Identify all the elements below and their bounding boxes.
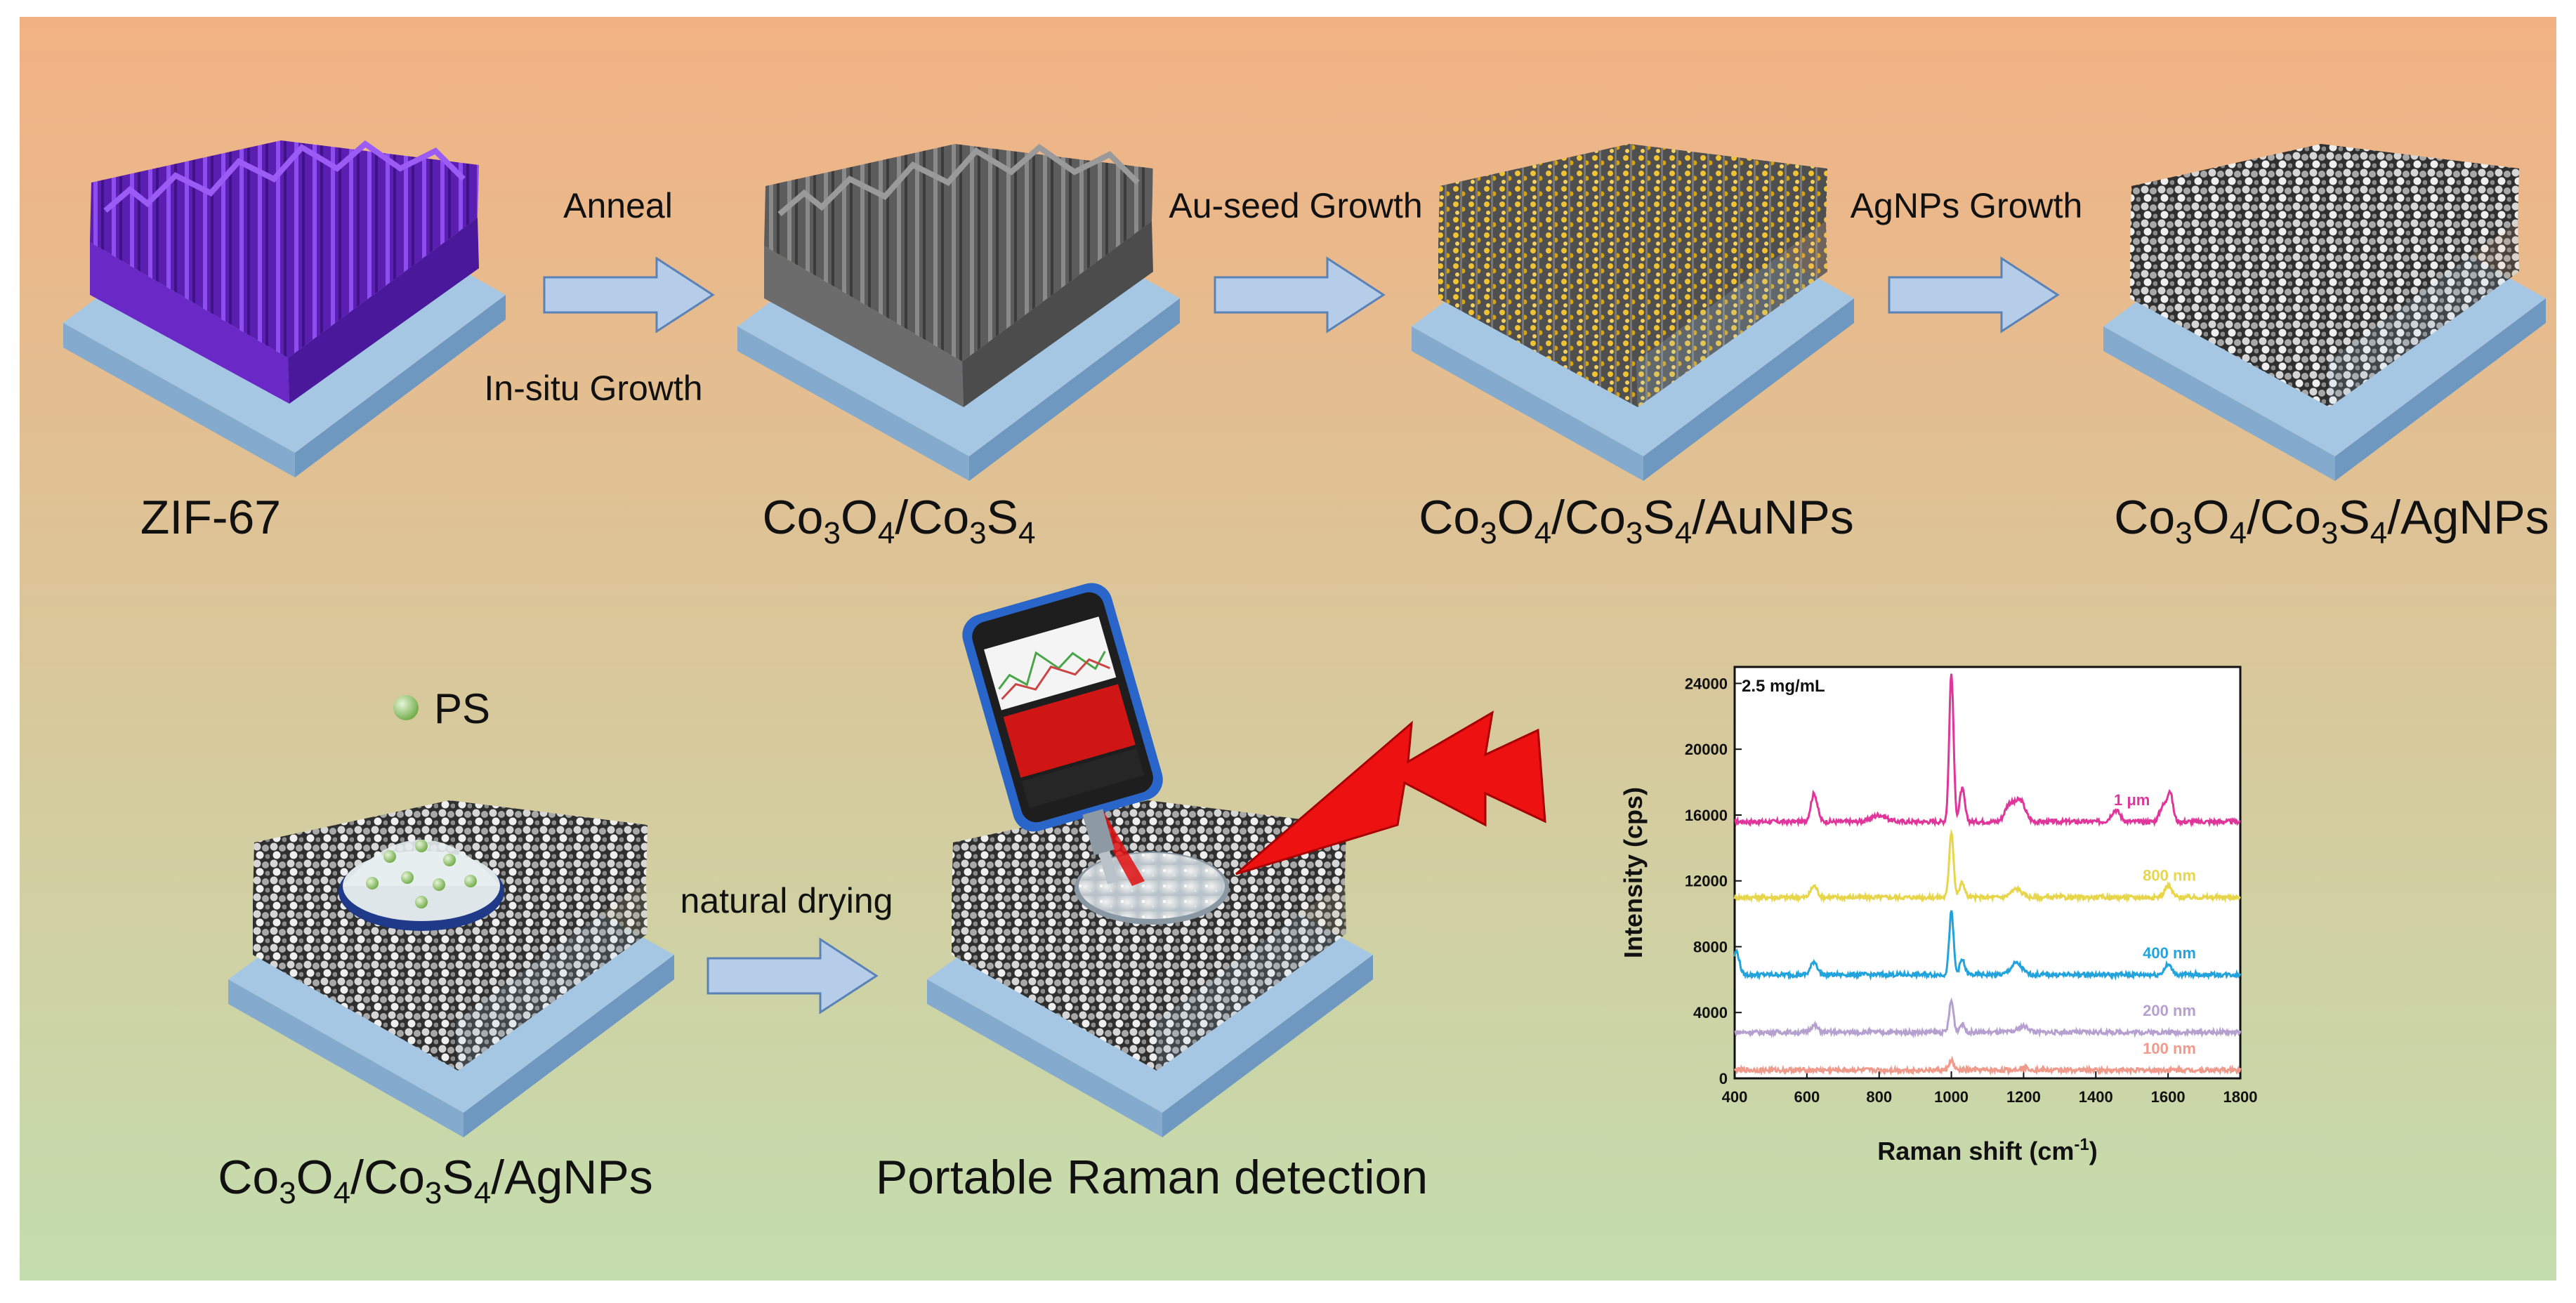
- arrow-agnps: [1888, 256, 2060, 333]
- lightning-icon: [1235, 710, 1546, 875]
- label-co3o4-co3s4-agnps: Co3O4/Co3S4/AgNPs: [2114, 491, 2549, 550]
- raman-spectra-chart: 400 600 800 1000 1200 1400 1600 1800 0 4000 8000 12…: [1619, 666, 2258, 1165]
- nanosheets-au: [1438, 144, 1827, 407]
- x-tick-label: 1800: [2223, 1088, 2258, 1106]
- ps-bead-icon: [393, 695, 419, 720]
- series-line: [1733, 829, 2241, 904]
- dried-sample-spot: [1075, 852, 1229, 925]
- series-line: [1734, 997, 2242, 1039]
- y-tick-label: 20000: [1685, 741, 1728, 758]
- ps-droplet: [339, 840, 504, 931]
- nanosheets-zif67: [90, 140, 479, 404]
- x-tick-label: 1200: [2006, 1088, 2041, 1106]
- chart-annotation: 2.5 mg/mL: [1742, 677, 1825, 696]
- series-line: [1733, 1055, 2242, 1076]
- agnps-growth-label: AgNPs Growth: [1851, 186, 2083, 225]
- label-zif67: ZIF-67: [140, 491, 281, 544]
- label-portable-raman-detection: Portable Raman detection: [876, 1151, 1428, 1204]
- chart-plot-area: [1733, 666, 2242, 1080]
- arrow-au-seed: [1214, 256, 1386, 333]
- y-tick-label: 16000: [1685, 807, 1728, 824]
- series-line: [1734, 673, 2241, 828]
- label-co3o4-co3s4-aunps: Co3O4/Co3S4/AuNPs: [1419, 491, 1854, 550]
- label-co3o4-co3s4: Co3O4/Co3S4: [763, 491, 1036, 550]
- series-label: 200 nm: [2143, 1002, 2196, 1019]
- y-tick-label: 0: [1719, 1070, 1728, 1087]
- x-tick-label: 1600: [2151, 1088, 2186, 1106]
- series-label: 1 μm: [2114, 791, 2150, 809]
- nanosheets-oxide: [764, 143, 1153, 407]
- nanosheets-ag: [2130, 144, 2519, 407]
- in-situ-growth-label: In-situ Growth: [484, 369, 702, 408]
- series-label: 100 nm: [2143, 1040, 2196, 1057]
- x-tick-label: 800: [1866, 1088, 1892, 1106]
- natural-drying-label: natural drying: [681, 881, 893, 920]
- chart-y-axis-label: Intensity (cps): [1619, 787, 1648, 958]
- y-tick-label: 4000: [1693, 1004, 1728, 1021]
- x-tick-label: 1000: [1934, 1088, 1969, 1106]
- series-label: 400 nm: [2143, 944, 2196, 962]
- y-tick-label: 24000: [1685, 675, 1728, 692]
- series-line: [1733, 910, 2242, 981]
- label-co3o4-co3s4-agnps-bottom: Co3O4/Co3S4/AgNPs: [218, 1151, 653, 1210]
- ps-legend-label: PS: [434, 685, 490, 732]
- chart-x-axis-label: Raman shift (cm-1): [1877, 1135, 2097, 1165]
- arrow-natural-drying: [707, 937, 879, 1014]
- arrow-anneal: [543, 256, 715, 333]
- series-label: 800 nm: [2143, 867, 2196, 885]
- phone-icon: [962, 583, 1163, 885]
- x-tick-label: 600: [1794, 1088, 1820, 1106]
- au-seed-growth-label: Au-seed Growth: [1169, 186, 1422, 225]
- anneal-label: Anneal: [563, 186, 673, 225]
- x-tick-label: 400: [1722, 1088, 1748, 1106]
- y-tick-label: 8000: [1693, 938, 1728, 955]
- y-tick-label: 12000: [1685, 873, 1728, 890]
- x-tick-label: 1400: [2079, 1088, 2113, 1106]
